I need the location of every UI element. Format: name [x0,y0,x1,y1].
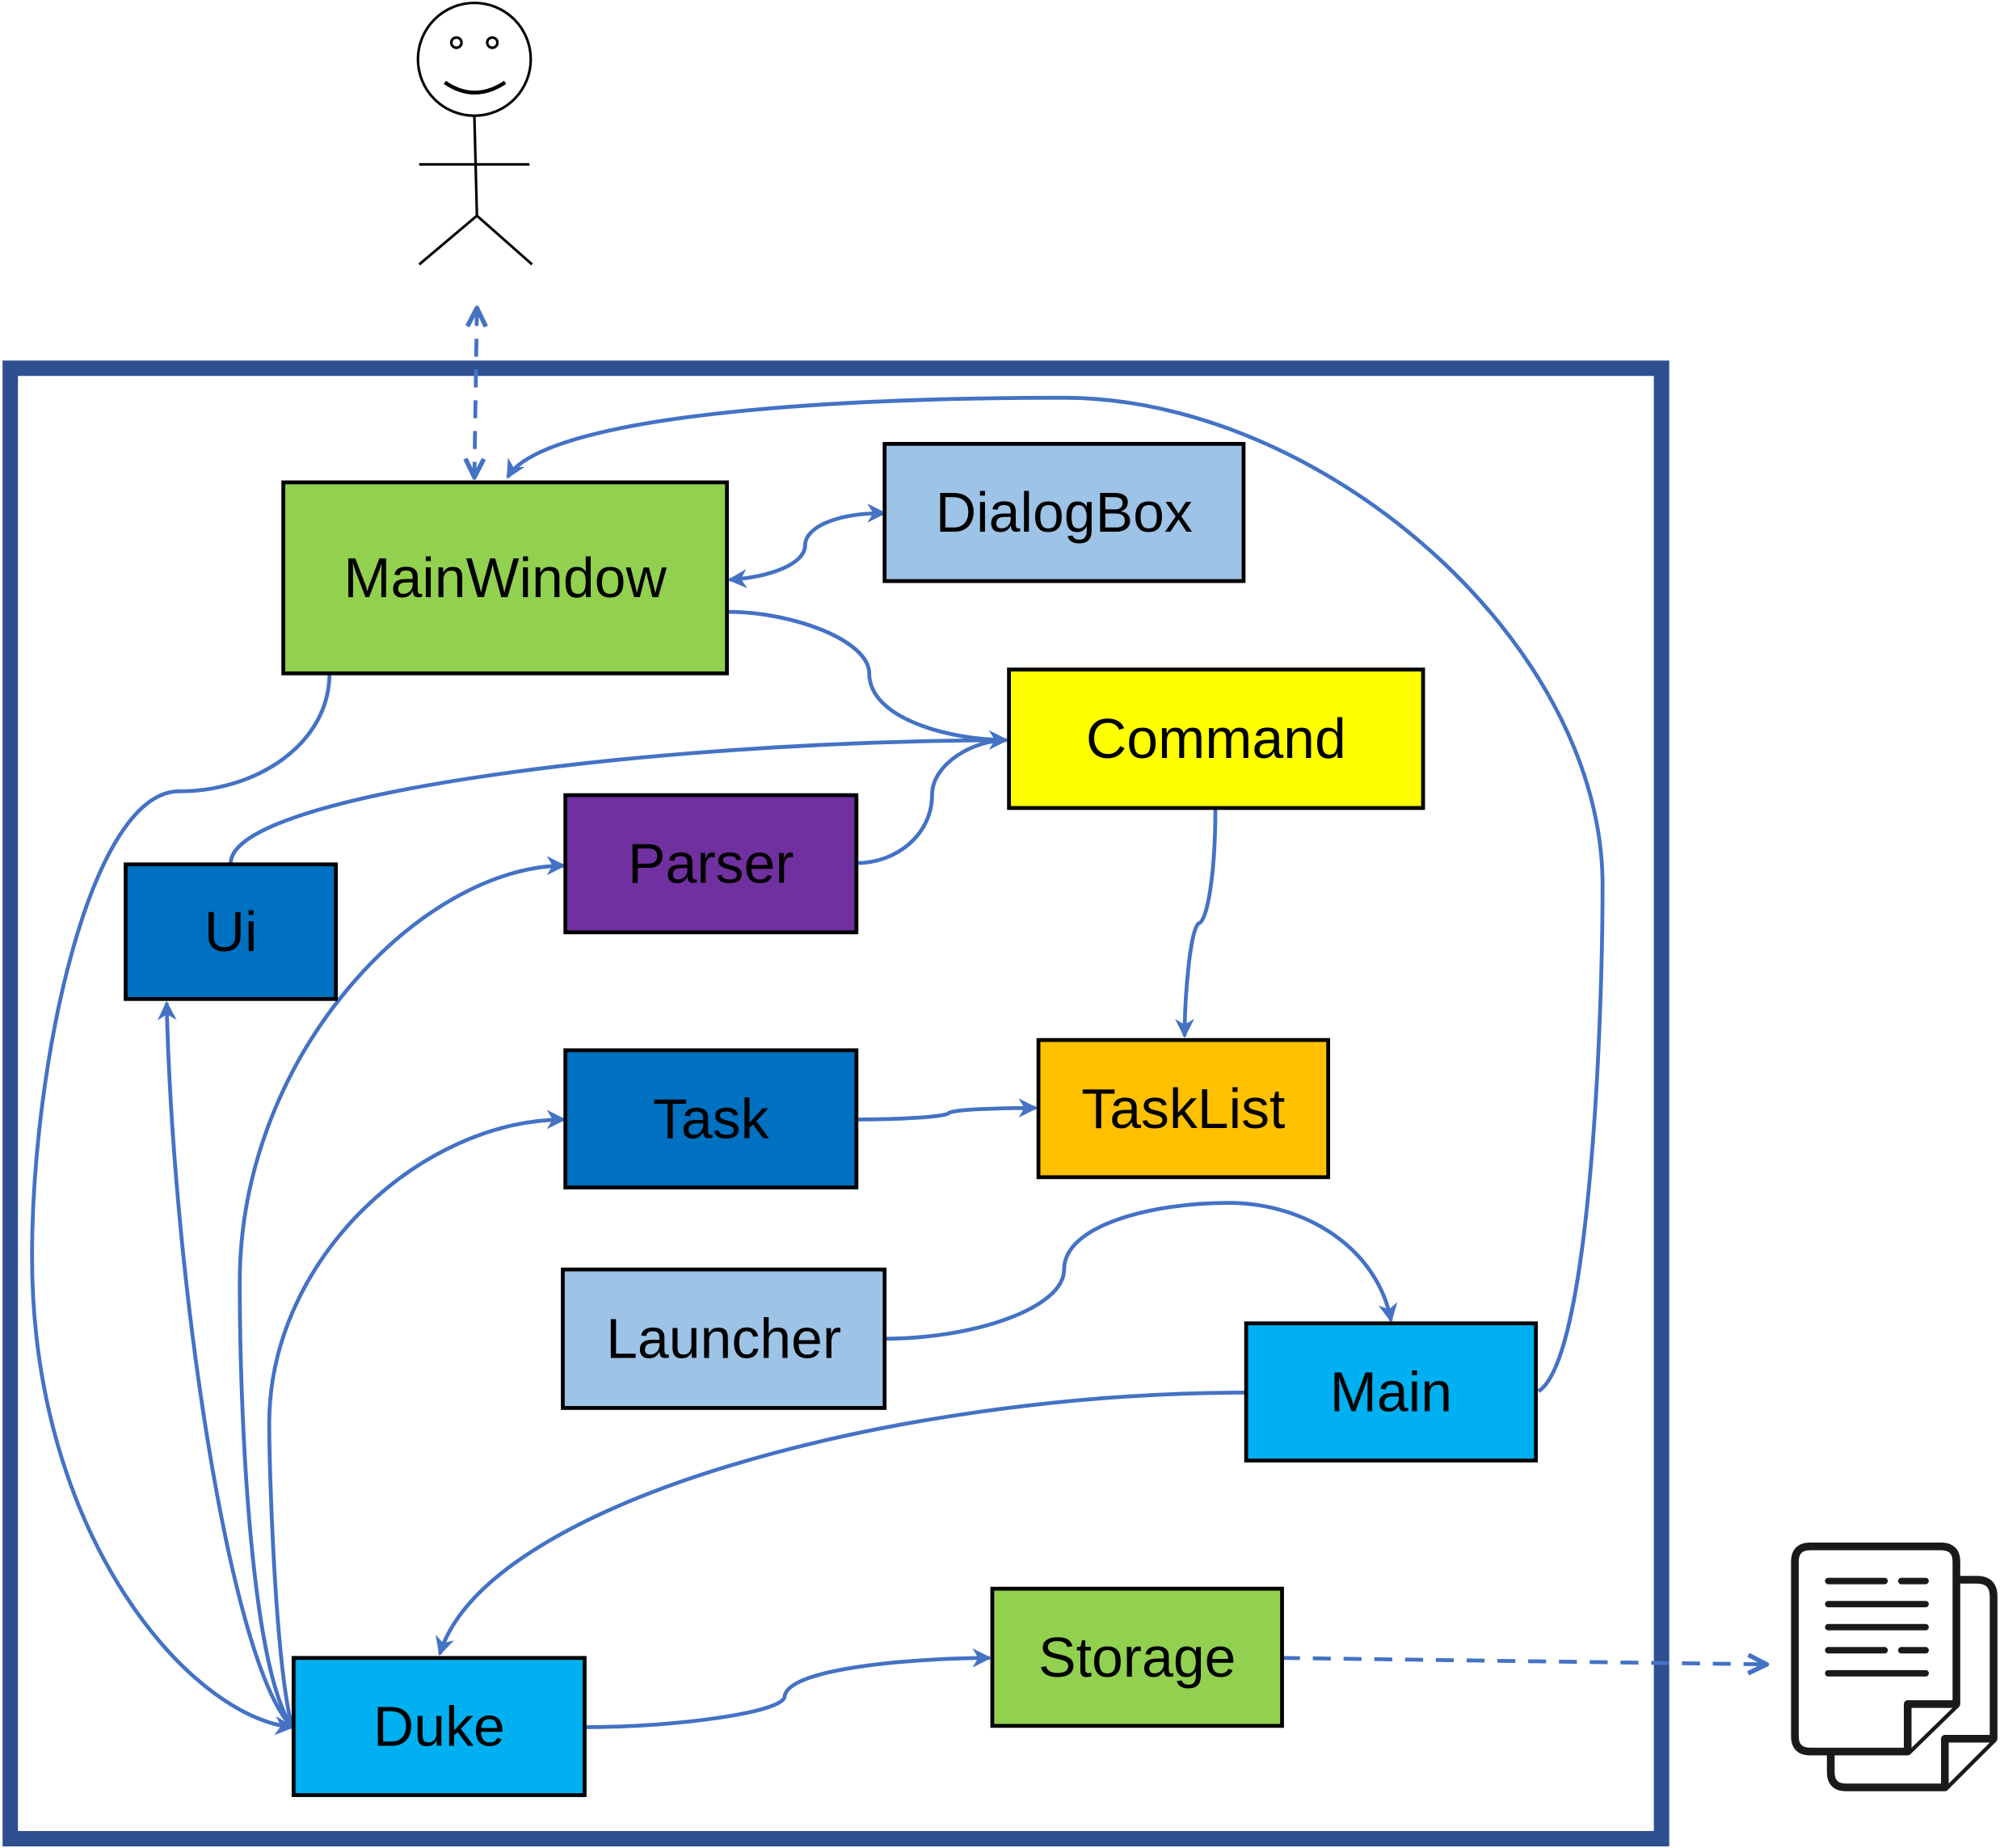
component-label: Duke [373,1694,505,1757]
component-box [1007,667,1425,810]
edge-duke-ui [157,1000,294,1729]
component-task: Task [563,1048,859,1189]
component-box [882,441,1246,583]
edge-mainwindow-command [726,609,1008,750]
component-label: Parser [628,832,794,895]
component-box [561,1267,887,1410]
component-duke: Duke [291,1656,587,1797]
edge-parser-command [856,730,1008,865]
edge-command-tasklist [1175,807,1218,1038]
edge-mainwindow-dialogbox [727,503,887,589]
component-parser: Parser [563,793,859,935]
component-tasklist: TaskList [1036,1038,1331,1180]
component-label: Launcher [606,1307,841,1370]
edge-main-mainwindow [506,395,1605,1393]
component-box [563,793,859,935]
component-box [1036,1038,1331,1180]
component-label: MainWindow [343,546,667,609]
edge-duke-parser [238,856,566,1728]
component-box [990,1586,1284,1728]
component-box [291,1656,587,1797]
edge-launcher-main [884,1201,1398,1341]
component-label: TaskList [1081,1077,1285,1140]
component-label: DialogBox [936,481,1193,544]
edge-mainwindow-duke [30,673,332,1736]
component-command: Command [1007,667,1425,810]
component-dialogbox: DialogBox [882,441,1246,583]
component-ui: Ui [124,862,339,1001]
edge-main-duke [436,1391,1247,1656]
document-file-icon [1791,1543,1998,1791]
edge-storage-file [1282,1658,1767,1665]
component-label: Main [1330,1360,1452,1423]
component-label: Task [653,1087,769,1150]
component-mainwindow: MainWindow [281,480,729,676]
edge-duke-task [267,1109,566,1728]
component-storage: Storage [990,1586,1284,1728]
user-actor-icon [416,1,533,266]
component-main: Main [1244,1321,1539,1463]
component-launcher: Launcher [561,1267,887,1410]
component-label: Storage [1038,1626,1236,1689]
system-boundary-frame [2,360,1669,1847]
edge-duke-storage [584,1648,992,1729]
edge-user-mainwindow [474,308,477,477]
component-box [563,1048,859,1189]
component-box [124,862,339,1001]
component-label: Ui [204,900,258,963]
component-box [1244,1321,1539,1463]
component-label: Command [1086,707,1346,770]
edge-task-tasklist [856,1098,1038,1122]
component-box [281,480,729,676]
edge-ui-command [229,730,1008,864]
